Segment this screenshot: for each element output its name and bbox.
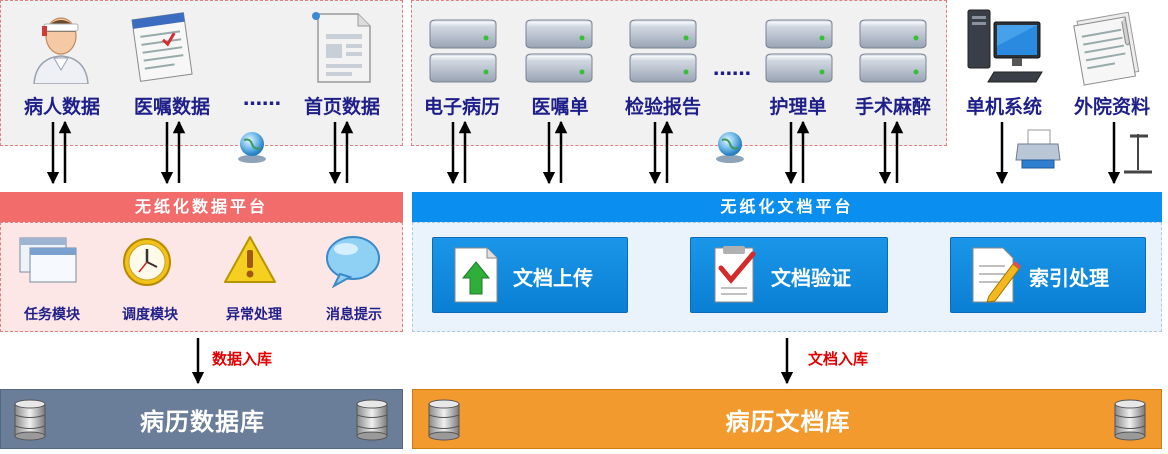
upload-document-icon bbox=[451, 244, 501, 310]
clock-icon bbox=[120, 234, 174, 292]
source-label-standalone: 单机系统 bbox=[965, 96, 1042, 118]
server-icon bbox=[626, 18, 700, 88]
stage-label-upload: 文档上传 bbox=[513, 266, 593, 290]
front-page-document-icon bbox=[308, 6, 380, 90]
stage-label-index: 索引处理 bbox=[1029, 266, 1109, 290]
module-label-message: 消息提示 bbox=[326, 307, 382, 323]
source-label-lab-report: 检验报告 bbox=[624, 96, 701, 118]
database-cylinder-icon bbox=[427, 398, 461, 446]
computer-icon bbox=[964, 6, 1044, 90]
printer-icon bbox=[1014, 128, 1062, 176]
globe-icon bbox=[712, 128, 748, 168]
module-label-schedule: 调度模块 bbox=[122, 307, 178, 323]
source-label-orders: 医嘱数据 bbox=[133, 96, 210, 118]
data-platform-title: 无纸化数据平台 bbox=[134, 197, 268, 216]
stage-label-verify: 文档验证 bbox=[771, 266, 851, 290]
stage-verify: 文档验证 bbox=[690, 237, 888, 313]
module-label-task: 任务模块 bbox=[24, 307, 80, 323]
source-label-nursing: 护理单 bbox=[769, 96, 827, 118]
orders-document-icon bbox=[124, 10, 200, 88]
warning-icon bbox=[222, 234, 278, 290]
edit-document-icon bbox=[969, 244, 1021, 310]
data-database-bar: 病历数据库 bbox=[0, 389, 403, 449]
database-cylinder-icon bbox=[13, 398, 47, 446]
document-database-title: 病历文档库 bbox=[725, 408, 851, 436]
server-icon bbox=[426, 18, 500, 88]
data-inbound-label: 数据入库 bbox=[212, 350, 273, 368]
paper-documents-icon bbox=[1068, 6, 1152, 92]
server-icon bbox=[522, 18, 596, 88]
data-database-title: 病历数据库 bbox=[140, 408, 265, 436]
data-platform-bar: 无纸化数据平台 bbox=[0, 192, 403, 222]
stage-upload: 文档上传 bbox=[432, 237, 628, 313]
document-platform-title: 无纸化文档平台 bbox=[720, 197, 854, 216]
source-label-ellipsis: …… bbox=[243, 88, 281, 110]
source-label-emr: 电子病历 bbox=[423, 96, 500, 118]
speech-bubble-icon bbox=[324, 234, 382, 292]
database-cylinder-icon bbox=[355, 398, 389, 446]
scanner-stand-icon bbox=[1120, 128, 1156, 182]
source-label-front-page: 首页数据 bbox=[303, 96, 380, 118]
patient-icon bbox=[26, 6, 96, 88]
source-label-order-sheet: 医嘱单 bbox=[531, 96, 589, 118]
source-label-anesthesia: 手术麻醉 bbox=[854, 96, 931, 118]
source-label-external-hospital: 外院资料 bbox=[1073, 96, 1150, 118]
document-inbound-label: 文档入库 bbox=[808, 350, 869, 368]
module-label-exception: 异常处理 bbox=[226, 307, 282, 323]
document-platform-bar: 无纸化文档平台 bbox=[412, 192, 1162, 222]
source-label-ellipsis-right: …… bbox=[713, 58, 751, 80]
source-label-patient: 病人数据 bbox=[23, 96, 100, 118]
checklist-icon bbox=[709, 244, 761, 310]
stage-index: 索引处理 bbox=[950, 237, 1146, 313]
server-icon bbox=[762, 18, 836, 88]
window-icon bbox=[18, 236, 78, 290]
document-database-bar: 病历文档库 bbox=[412, 389, 1162, 449]
globe-icon bbox=[234, 128, 270, 168]
database-cylinder-icon bbox=[1113, 398, 1147, 446]
server-icon bbox=[856, 18, 930, 88]
